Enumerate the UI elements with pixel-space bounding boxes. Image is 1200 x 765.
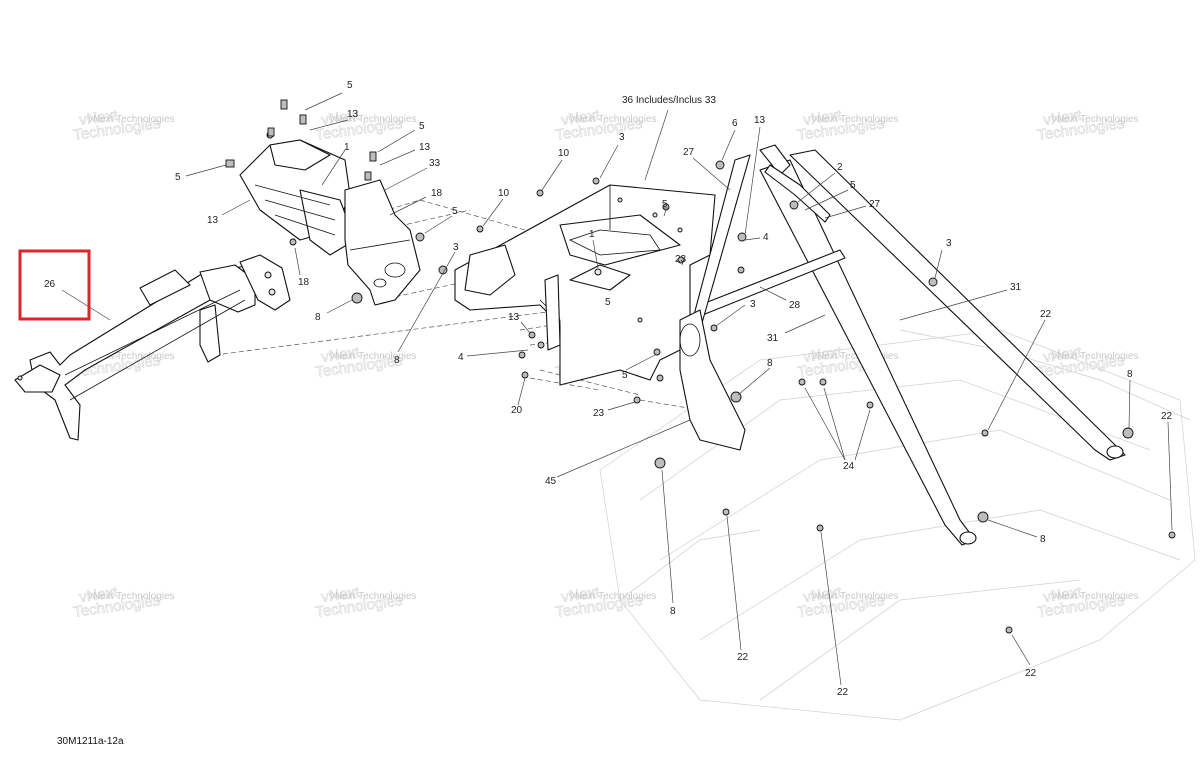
- rear-pillar-part-27[interactable]: [679, 144, 791, 451]
- callout-1: 1: [344, 142, 350, 153]
- svg-text:vNext: vNext: [1042, 344, 1083, 366]
- watermark-text: vNext Technologies: [812, 114, 899, 125]
- callout-2: 2: [837, 162, 843, 173]
- callout-24: 24: [843, 461, 855, 472]
- callout-13: 13: [207, 215, 219, 226]
- central-floor-panel-part-45[interactable]: [454, 184, 716, 386]
- svg-text:vNext: vNext: [560, 584, 601, 606]
- side-bracket-part-33[interactable]: [344, 179, 421, 306]
- callout-22: 22: [737, 652, 749, 663]
- watermark-text: vNext Technologies: [1052, 114, 1139, 125]
- callout-10: 10: [498, 188, 510, 199]
- callout-22: 22: [1040, 309, 1052, 320]
- front-frame-part-26[interactable]: [14, 254, 291, 441]
- callout-5: 5: [605, 297, 611, 308]
- callout-1: 1: [589, 229, 595, 240]
- watermark-text: vNext Technologies: [88, 114, 175, 125]
- watermark-text: vNext Technologies: [330, 351, 417, 362]
- callout-22: 22: [837, 687, 849, 698]
- watermark-text: vNext Technologies: [570, 591, 657, 602]
- svg-text:vNext: vNext: [1042, 107, 1083, 129]
- hardware-fasteners: [225, 99, 1176, 634]
- callout-13: 13: [347, 109, 359, 120]
- callout-5: 5: [622, 370, 628, 381]
- callout-3: 3: [453, 242, 459, 253]
- callout-22: 22: [1161, 411, 1173, 422]
- callout-45: 45: [545, 476, 557, 487]
- callout-23: 23: [593, 408, 605, 419]
- watermark-text: vNext Technologies: [330, 591, 417, 602]
- svg-text:vNext: vNext: [802, 107, 843, 129]
- svg-text:vNext: vNext: [560, 107, 601, 129]
- callout-23: 23: [675, 254, 687, 265]
- callout-labels: 5 13 5 13 1 33 5 13 18 5 18 8 3 8 26 36 …: [44, 80, 1173, 698]
- watermark-text: vNext Technologies: [330, 114, 417, 125]
- callout-10: 10: [558, 148, 570, 159]
- callout-8: 8: [767, 358, 773, 369]
- callout-26: 26: [44, 279, 56, 290]
- callout-8: 8: [670, 606, 676, 617]
- callout-18: 18: [431, 188, 443, 199]
- callout-5: 5: [850, 180, 856, 191]
- callout-3: 3: [619, 132, 625, 143]
- callout-33: 33: [429, 158, 441, 169]
- callout-13: 13: [508, 312, 520, 323]
- watermark-text: vNext Technologies: [812, 591, 899, 602]
- callout-8: 8: [315, 312, 321, 323]
- svg-text:vNext: vNext: [78, 107, 119, 129]
- callout-5: 5: [175, 172, 181, 183]
- callout-20: 20: [511, 405, 523, 416]
- callout-36: 36 Includes/Inclus 33: [622, 95, 716, 106]
- callout-31: 31: [1010, 282, 1022, 293]
- svg-text:vNext: vNext: [802, 584, 843, 606]
- callout-6: 6: [732, 118, 738, 129]
- watermark-text: vNext Technologies: [812, 351, 899, 362]
- callout-5: 5: [419, 121, 425, 132]
- callout-27: 27: [869, 199, 881, 210]
- svg-text:vNext: vNext: [1042, 584, 1083, 606]
- callout-8: 8: [394, 355, 400, 366]
- leader-lines: [61, 92, 1173, 686]
- callout-5: 5: [452, 206, 458, 217]
- watermark-text: vNext Technologies: [1052, 591, 1139, 602]
- svg-text:vNext: vNext: [320, 107, 361, 129]
- callout-5: 5: [347, 80, 353, 91]
- callout-5: 5: [662, 199, 668, 210]
- watermark-text: vNext Technologies: [1052, 351, 1139, 362]
- callout-8: 8: [1040, 534, 1046, 545]
- watermark-text: vNext Technologies: [570, 114, 657, 125]
- svg-text:vNext: vNext: [320, 344, 361, 366]
- strut-part-31[interactable]: [759, 149, 1126, 546]
- callout-3: 3: [946, 238, 952, 249]
- callout-4: 4: [763, 232, 769, 243]
- svg-text:vNext: vNext: [78, 584, 119, 606]
- watermark-text: vNext Technologies: [88, 351, 175, 362]
- highlight-box: [18, 249, 91, 321]
- callout-13: 13: [419, 142, 431, 153]
- callout-28: 28: [789, 300, 801, 311]
- callout-31: 31: [767, 333, 779, 344]
- svg-text:vNext: vNext: [320, 584, 361, 606]
- watermark-text: vNext Technologies: [88, 591, 175, 602]
- callout-22: 22: [1025, 668, 1037, 679]
- callout-27: 27: [683, 147, 695, 158]
- callout-18: 18: [298, 277, 310, 288]
- callout-4: 4: [458, 352, 464, 363]
- rear-arm-part-2[interactable]: [764, 164, 831, 223]
- callout-3: 3: [750, 299, 756, 310]
- front-bracket-part-1[interactable]: [239, 131, 356, 256]
- svg-text:vNext: vNext: [802, 344, 843, 366]
- figure-code: 30M1211a-12a: [57, 736, 124, 747]
- callout-8: 8: [1127, 369, 1133, 380]
- callout-13: 13: [754, 115, 766, 126]
